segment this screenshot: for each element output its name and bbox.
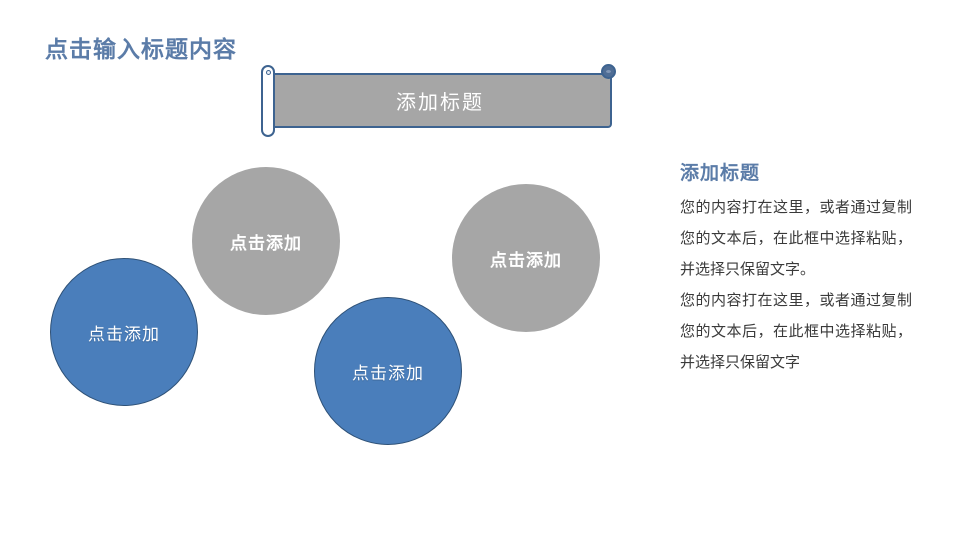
banner-body xyxy=(268,73,612,128)
circle-item-4[interactable]: 点击添加 xyxy=(452,184,600,332)
circle-item-label: 点击添加 xyxy=(230,233,302,253)
text-panel-paragraph: 您的内容打在这里，或者通过复制您的文本后，在此框中选择粘贴，并选择只保留文字。 xyxy=(680,199,912,278)
text-panel-heading: 添加标题 xyxy=(680,163,761,184)
circle-item-3[interactable]: 点击添加 xyxy=(314,297,462,445)
circle-item-label: 点击添加 xyxy=(88,324,160,344)
text-panel-paragraph: 您的内容打在这里，或者通过复制您的文本后，在此框中选择粘贴，并选择只保留文字 xyxy=(680,292,912,371)
circle-item-label: 点击添加 xyxy=(490,250,562,270)
scroll-banner[interactable]: 添加标题 xyxy=(258,60,618,138)
banner-label: 添加标题 xyxy=(396,92,484,114)
circle-item-label: 点击添加 xyxy=(352,363,424,383)
circle-item-1[interactable]: 点击添加 xyxy=(50,258,198,406)
banner-scroll-roll-icon xyxy=(261,65,275,137)
banner-roll-center-icon xyxy=(266,70,271,75)
text-panel: 添加标题 您的内容打在这里，或者通过复制您的文本后，在此框中选择粘贴，并选择只保… xyxy=(680,158,912,378)
banner-knob-icon xyxy=(601,64,616,79)
page-title: 点击输入标题内容 xyxy=(45,36,237,62)
circle-item-2[interactable]: 点击添加 xyxy=(192,167,340,315)
